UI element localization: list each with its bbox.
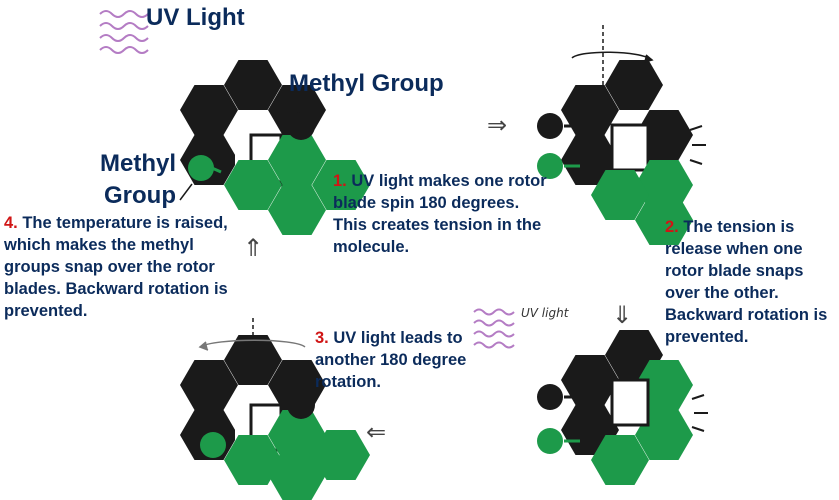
molecule-3 (537, 330, 708, 485)
rotation-arrow-top (571, 25, 654, 85)
molecule-4 (180, 335, 370, 500)
step-3-body: UV light leads to another 180 degree rot… (315, 329, 467, 391)
arrow-down: ⇓ (612, 301, 632, 329)
uv-light-label: UV Light (146, 4, 245, 31)
molecule-2 (537, 60, 706, 245)
uv-wave-small-icon (473, 308, 515, 349)
uv-wave-icon (99, 10, 149, 54)
step-4-number: 4. (4, 214, 18, 232)
step-1-number: 1. (333, 172, 347, 190)
rotation-arrow-bottom (198, 318, 306, 365)
step-1-body: UV light makes one rotor blade spin 180 … (333, 172, 547, 256)
arrow-up: ⇑ (243, 234, 263, 262)
step-1-text: 1. UV light makes one rotor blade spin 1… (333, 170, 548, 258)
uv-light-small-label: UV light (521, 306, 569, 320)
step-4-body: The temperature is raised, which makes t… (4, 214, 228, 320)
step-2-text: 2. The tension is release when one rotor… (665, 216, 837, 348)
methyl-group-label-left-line2: Group (104, 182, 176, 209)
methyl-group-label-top: Methyl Group (289, 70, 444, 97)
methyl-left-pointer (179, 183, 193, 201)
step-3-number: 3. (315, 329, 329, 347)
step-2-body: The tension is release when one rotor bl… (665, 218, 828, 346)
methyl-top-pointer (297, 99, 301, 117)
arrow-right: ⇒ (487, 111, 507, 139)
step-3-text: 3. UV light leads to another 180 degree … (315, 327, 475, 393)
arrow-left: ⇐ (366, 418, 386, 446)
molecule-1 (180, 60, 370, 235)
step-4-text: 4. The temperature is raised, which make… (4, 212, 244, 322)
methyl-group-label-left-line1: Methyl (100, 150, 177, 177)
step-2-number: 2. (665, 218, 679, 236)
